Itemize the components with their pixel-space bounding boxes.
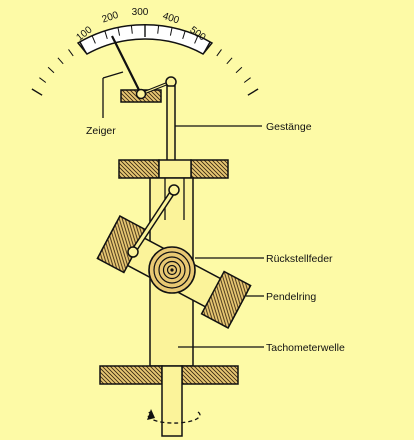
scale-tick — [169, 27, 173, 36]
scale-tick — [203, 41, 211, 53]
scale-band — [76, 24, 214, 55]
scale-tick — [247, 88, 259, 96]
lower-bearing — [99, 365, 239, 437]
spring-coil-2 — [158, 256, 186, 284]
scale-tick — [130, 25, 133, 34]
scale-label-400: 400 — [161, 11, 181, 27]
scale-tick — [47, 66, 55, 74]
rotation-arrow-icon — [147, 409, 201, 424]
scale-tick — [226, 57, 233, 65]
pointer-needle — [111, 35, 142, 95]
label-rueckstellfeder: Rückstellfeder — [266, 253, 333, 265]
scale-tick — [157, 25, 160, 34]
pointer-assembly — [111, 35, 177, 103]
scale-tick — [243, 77, 251, 83]
spring-coil-1 — [153, 251, 191, 289]
lower-shaft — [161, 365, 183, 437]
scale-tick — [117, 27, 121, 36]
upper-bearing-bushing — [158, 159, 192, 179]
scale-tick — [31, 88, 43, 96]
scale-tick — [216, 49, 222, 57]
scale-tick — [182, 31, 186, 40]
scale-tick-marks — [31, 25, 259, 96]
pendulum-weight-right — [200, 270, 252, 329]
label-tachometerwelle: Tachometerwelle — [266, 342, 345, 354]
spring-coil-4 — [166, 264, 178, 276]
upper-bearing-left — [118, 159, 160, 179]
scale-tick — [57, 57, 64, 65]
leader-zeiger — [102, 71, 124, 79]
dial-scale — [31, 24, 259, 96]
return-spring — [148, 246, 196, 294]
scale-label-200: 200 — [101, 10, 121, 26]
scale-tick — [194, 35, 199, 44]
spring-coil-3 — [162, 260, 182, 280]
scale-tick — [235, 66, 243, 74]
lower-bearing-left — [99, 365, 163, 385]
lower-bearing-right — [181, 365, 239, 385]
pointer-pivot-joint — [135, 88, 147, 100]
scale-tick — [68, 49, 74, 57]
lower-link-joint — [127, 246, 139, 258]
rotation-arrowhead — [147, 409, 155, 420]
scale-tick — [79, 41, 87, 53]
upper-bearing-right — [190, 159, 229, 179]
label-zeiger: Zeiger — [86, 125, 116, 137]
inner-link-core — [131, 189, 176, 253]
scale-tick — [104, 31, 108, 40]
scale-tick — [91, 35, 96, 44]
spring-center — [170, 268, 174, 272]
scale-label-300: 300 — [132, 7, 149, 18]
upper-bearing — [118, 159, 229, 179]
upper-link-joint — [168, 184, 180, 196]
label-gestaenge: Gestänge — [266, 121, 312, 133]
label-pendelring: Pendelring — [266, 291, 316, 303]
scale-tick — [39, 77, 47, 83]
